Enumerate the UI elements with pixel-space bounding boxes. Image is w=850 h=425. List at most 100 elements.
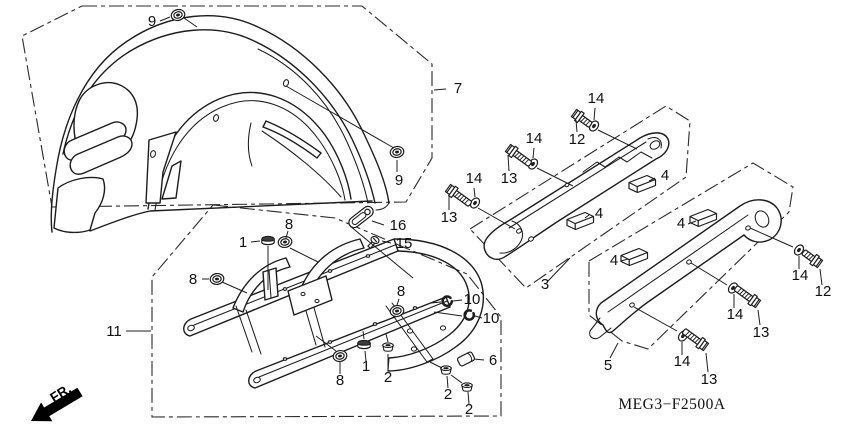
callout-fender-16: 16 [390,217,407,234]
rear-fender-box [21,5,433,208]
grommet-icon [276,234,294,250]
stay-b-foot-tab [589,317,612,340]
callout-stay-b-13: 13 [753,324,770,341]
callout-stay-b-5: 5 [604,357,612,374]
fender-bottom-edge [89,200,373,232]
stay-b-hole [686,259,692,265]
fender-mount-hole [282,79,290,87]
callout-frame-2: 2 [465,401,473,418]
stay-b-hole [629,302,635,308]
callout-stay-a-4: 4 [661,167,669,184]
callout-stay-b-14: 14 [727,306,744,323]
callout-frame-8: 8 [336,372,344,389]
callout-stay-b-14: 14 [792,267,809,284]
inner-fender-wall [261,130,342,198]
upper-rail-line [193,244,396,326]
strap-post-line [268,269,272,299]
loop-hole [410,346,418,352]
lower-rail-eye [253,376,261,384]
callout-frame-8: 8 [189,271,197,288]
cushion-pad-icon [566,211,595,231]
fender-stay-a-drawing [483,132,670,261]
callout-stay-b-12: 12 [815,283,832,300]
callout-stay-b-4: 4 [677,215,685,232]
callout-stay-b-14: 14 [674,353,691,370]
callout-frame-2: 2 [384,369,392,386]
leader-lines-frame [126,230,485,405]
fender-trailing-edge [375,202,390,211]
fender-rim-line-2 [257,48,369,204]
callout-frame-1: 1 [239,234,247,251]
fender-stay-b-box [588,162,794,350]
fr-arrow-icon [31,387,83,422]
cap-icon [461,382,473,392]
fender-lower-panel [53,176,106,234]
fender-gusset-wedge [161,160,182,200]
callout-frame-2: 2 [444,386,452,403]
fender-outer-edge [50,15,390,233]
callout-stay-a-14: 14 [466,170,483,187]
cap-icon [440,365,452,375]
stay-a-notches [582,151,653,173]
cap-icon [382,342,394,352]
fr-direction-arrow: FR. [31,381,83,422]
lower-rail [248,296,451,389]
callout-stay-a-14: 14 [588,90,605,107]
callout-frame-8: 8 [397,283,405,300]
stay-b-eye-hole [754,210,770,228]
fender-mount-hole [212,114,220,122]
wheel-opening-rim-2 [154,100,346,211]
cushion-pad-icon [620,247,649,267]
hardware-icons [169,7,824,392]
callout-frame-11: 11 [106,323,122,340]
cap-icon [357,339,371,350]
inner-fender-edge [247,122,253,167]
fender-rim-line [62,29,376,204]
stay-a-foot-edge [499,220,524,254]
stay-a-blade [483,132,670,261]
stay-a-inner-line [508,141,647,229]
grommet-icon [388,144,406,160]
grommet-icon [208,272,226,286]
callout-frame-8: 8 [285,216,293,233]
callout-frame-1: 1 [362,358,370,375]
clip-icon [461,307,477,323]
stay-b-inner-line [607,214,749,313]
callout-stay-a-14: 14 [526,130,543,147]
callout-frame-6: 6 [489,352,497,369]
callout-stay-b-13: 13 [701,371,718,388]
cap-icon [261,235,275,246]
leader-lines-fender [159,16,447,279]
loop-hole [439,325,447,331]
callout-stay-a-13: 13 [441,209,458,226]
gusset-hole [149,150,157,158]
stay-assembly-drawing [183,238,485,389]
rubber-icon [456,350,476,368]
fender-strap-front-legs [235,305,262,355]
leader-lines [126,16,823,405]
inner-fender-flap [262,120,322,159]
mount-plate-hole [314,298,320,304]
collar-icon [346,203,376,231]
callout-stay-a-13: 13 [501,170,518,187]
cushion-pad-icon [689,208,718,228]
fender-stay-a-box [469,105,691,289]
stay-a-curl [647,137,662,149]
cushion-pad-icon [628,174,657,194]
callout-stay-b-4: 4 [610,252,618,269]
leader-lines-stay-b [609,220,823,373]
stay-a-foot-hole [528,236,534,242]
mount-plate-hole [300,291,306,297]
lower-rail-line [258,300,448,378]
flange-bolt-icon [731,282,762,310]
rear-fender-drawing [50,15,390,234]
callout-stay-a-3: 3 [541,276,549,293]
callout-fender-7: 7 [454,80,462,97]
stay-a-foot-hole [516,228,522,234]
callout-fender-15: 15 [396,235,413,252]
upper-rail-eye [187,324,195,332]
stay-a-eye-hole [649,140,661,150]
